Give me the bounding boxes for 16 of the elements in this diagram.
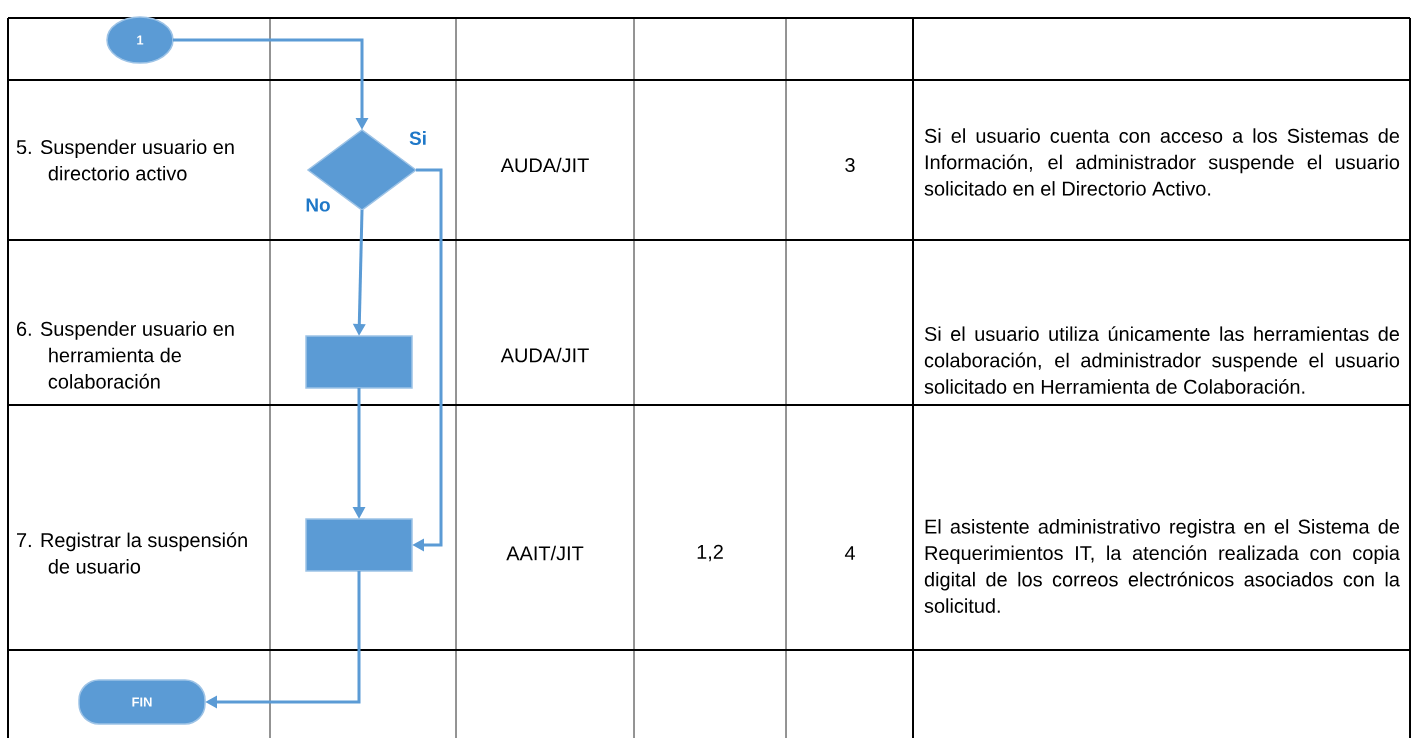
step-text: 7. Registrar la suspensión de usuario: [17, 532, 247, 574]
edge-label: Si: [409, 131, 426, 145]
description-text: El asistente administrativo registra en el Sistema de Requerimientos IT, la atención realizada con copia digital de los correos electrónicos asociados con la solicitud.: [924, 519, 1400, 613]
step-text: 5. Suspender usuario en directorio activo: [16, 139, 234, 181]
cell-text: 4: [844, 546, 855, 560]
process-box: [305, 518, 413, 572]
step-text: 6. Suspender usuario en herramienta de colaboración: [17, 321, 234, 389]
description-text: Si el usuario utiliza únicamente las herramientas de colaboración, el administrador suspende el usuario solicitado en Herramienta de Colaboración.: [924, 326, 1400, 394]
cell-text: 1,2: [697, 544, 723, 562]
cell-text: AUDA/JIT: [500, 157, 589, 173]
process-box: [305, 335, 413, 389]
cell-text: AUDA/JIT: [500, 347, 589, 363]
description-text: Si el usuario cuenta con acceso a los Sistemas de Información, el administrador suspende el usuario solicitado en el Directorio Activo.: [924, 128, 1400, 196]
cell-text: AAIT/JIT: [506, 545, 584, 561]
cell-text: 3: [845, 157, 855, 173]
edge-label: No: [306, 198, 330, 212]
